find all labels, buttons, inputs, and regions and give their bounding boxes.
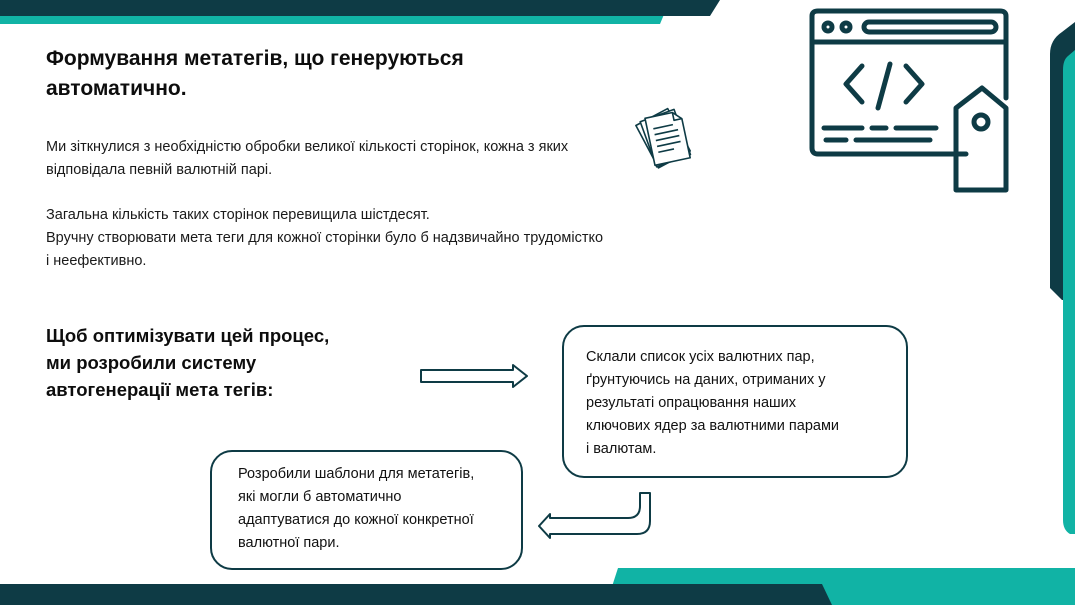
top-dark-bar — [0, 0, 720, 16]
bottom-dark-bar — [0, 584, 832, 605]
step-2-line: які могли б автоматично — [238, 489, 402, 505]
step-2-line: адаптуватися до кожної конкретної — [238, 512, 474, 528]
solution-heading: Щоб оптимізувати цей процес, ми розробил… — [46, 322, 386, 403]
intro-paragraph-line: відповідала певній валютній парі. — [46, 162, 273, 178]
step-2-line: валютної пари. — [238, 535, 340, 551]
solution-heading-line: ми розробили систему — [46, 352, 257, 373]
code-tag-browser-icon — [809, 8, 1009, 193]
step-1-line: Склали список усіх валютних пар, — [586, 349, 815, 365]
right-teal-bar — [1063, 50, 1075, 534]
step-1-line: результаті опрацювання наших — [586, 395, 797, 411]
step-1-box: Склали список усіх валютних пар, ґрунтую… — [562, 325, 908, 478]
problem-paragraph-line: і неефективно. — [46, 253, 147, 269]
solution-heading-line: Щоб оптимізувати цей процес, — [46, 325, 330, 346]
solution-heading-line: автогенерації мета тегів: — [46, 379, 274, 400]
step-2-box: Розробили шаблони для метатегів, які мог… — [210, 450, 523, 570]
step-1-line: ключових ядер за валютними парами — [586, 418, 840, 434]
arrow-right-icon — [420, 364, 528, 388]
slide-title-line: Формування метатегів, що генеруються — [46, 47, 464, 70]
problem-paragraph-line: Загальна кількість таких сторінок переви… — [46, 207, 430, 223]
documents-icon — [635, 107, 692, 169]
step-1-line: і валютам. — [586, 441, 657, 457]
problem-paragraph-line: Вручну створювати мета теги для кожної с… — [46, 230, 604, 246]
problem-paragraph: Загальна кількість таких сторінок переви… — [46, 204, 706, 273]
slide-title-line: автоматично. — [46, 77, 187, 100]
arrow-return-left-icon — [538, 492, 651, 539]
intro-paragraph: Ми зіткнулися з необхідністю обробки вел… — [46, 136, 706, 182]
slide-title: Формування метатегів, що генеруються авт… — [46, 44, 566, 104]
step-2-line: Розробили шаблони для метатегів, — [238, 466, 475, 482]
step-1-line: ґрунтуючись на даних, отриманих у — [586, 372, 826, 388]
intro-paragraph-line: Ми зіткнулися з необхідністю обробки вел… — [46, 139, 569, 155]
